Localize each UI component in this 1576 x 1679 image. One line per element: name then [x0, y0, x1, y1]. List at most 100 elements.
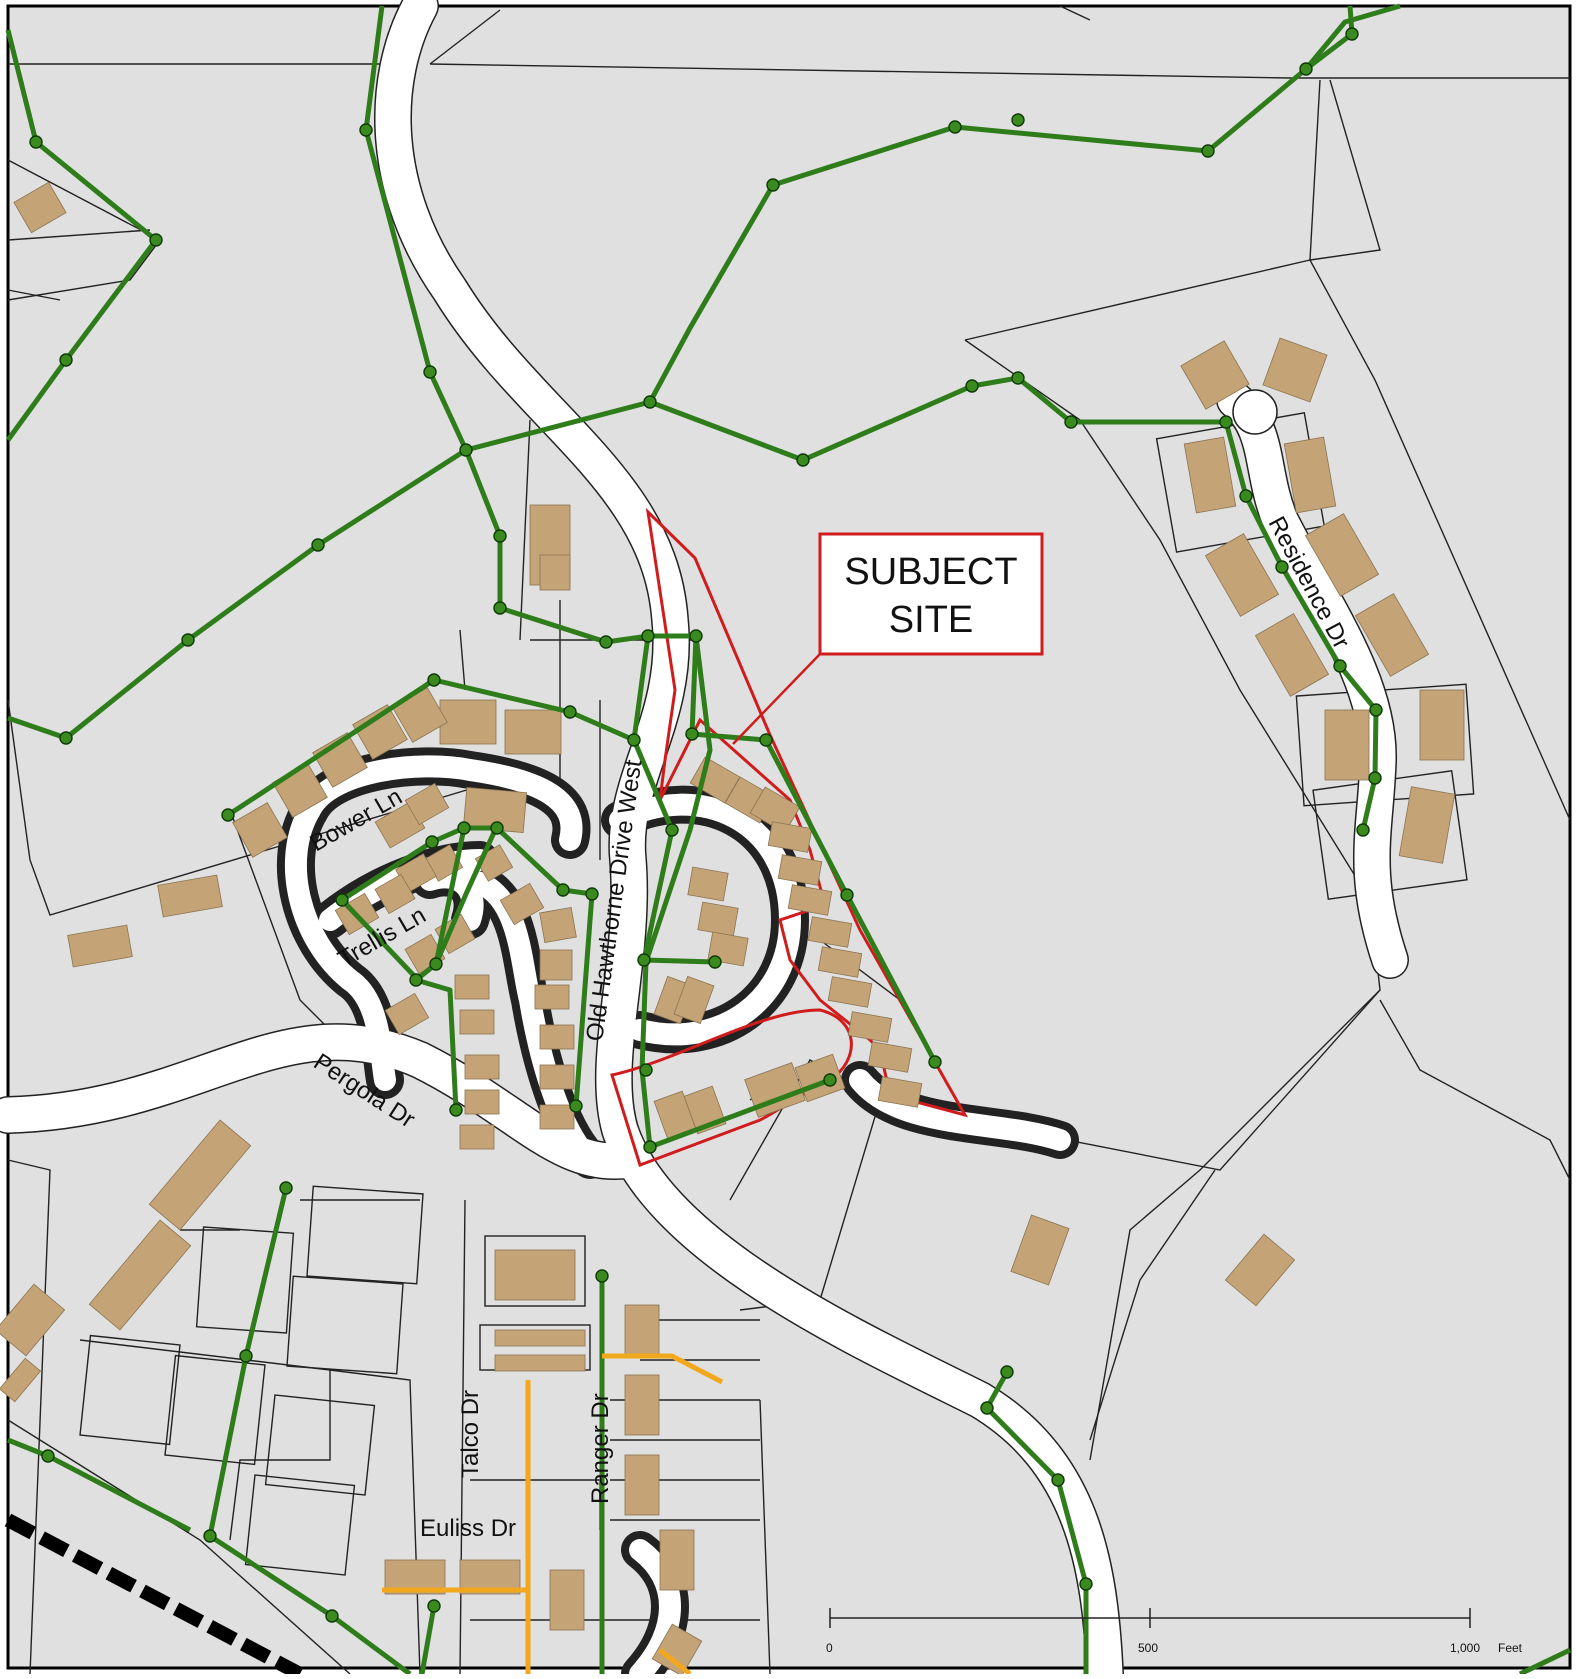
trail-node[interactable] — [279, 1181, 293, 1195]
trail-node[interactable] — [1275, 560, 1289, 574]
trail-node[interactable] — [599, 635, 613, 649]
trail-node[interactable] — [1079, 1577, 1093, 1591]
trail-node[interactable] — [429, 957, 443, 971]
trail-node[interactable] — [563, 705, 577, 719]
trail-node[interactable] — [1011, 371, 1025, 385]
trail-node[interactable] — [1000, 1365, 1014, 1379]
trail-node[interactable] — [928, 1055, 942, 1069]
building — [1283, 436, 1337, 514]
building — [494, 1249, 576, 1301]
trail-node[interactable] — [1239, 489, 1253, 503]
trail-node[interactable] — [427, 673, 441, 687]
trail-segment — [340, 898, 422, 984]
trail-node[interactable] — [1368, 771, 1382, 785]
trail-node[interactable] — [759, 733, 773, 747]
trail-node[interactable] — [221, 808, 235, 822]
trail-node[interactable] — [493, 601, 507, 615]
trail-node[interactable] — [948, 120, 962, 134]
road-label-talco: Talco Dr — [457, 1390, 484, 1478]
trail-node[interactable] — [311, 538, 325, 552]
trail-node[interactable] — [181, 633, 195, 647]
trail-node[interactable] — [1356, 823, 1370, 837]
trail-node[interactable] — [493, 529, 507, 543]
trail-node[interactable] — [427, 1599, 441, 1613]
scale-unit: Feet — [1498, 1641, 1523, 1655]
trail-node[interactable] — [29, 135, 43, 149]
trail-node[interactable] — [457, 821, 471, 835]
trail-node[interactable] — [637, 953, 651, 967]
trail-nodes — [29, 27, 1383, 1623]
trail-node[interactable] — [569, 1099, 583, 1113]
trail-node[interactable] — [1333, 659, 1347, 673]
trail-node[interactable] — [627, 733, 641, 747]
scale-tick-0: 0 — [826, 1641, 833, 1655]
trail-node[interactable] — [689, 629, 703, 643]
trail-node[interactable] — [239, 1349, 253, 1363]
trail-node[interactable] — [823, 1073, 837, 1087]
building — [807, 916, 853, 948]
trail-node[interactable] — [1345, 27, 1359, 41]
trail-node[interactable] — [708, 955, 722, 969]
trail-node[interactable] — [585, 887, 599, 901]
trail-node[interactable] — [335, 893, 349, 907]
trail-node[interactable] — [325, 1609, 339, 1623]
building — [67, 924, 133, 968]
trail-node[interactable] — [643, 1140, 657, 1154]
trail-node[interactable] — [59, 353, 73, 367]
trail-node[interactable] — [643, 395, 657, 409]
trail-node[interactable] — [639, 1063, 653, 1077]
trail-node[interactable] — [1201, 144, 1215, 158]
trail-node[interactable] — [641, 629, 655, 643]
trail-node[interactable] — [796, 453, 810, 467]
trail-node[interactable] — [409, 973, 423, 987]
trail-node[interactable] — [980, 1401, 994, 1415]
building — [749, 786, 801, 834]
trail-node[interactable] — [840, 888, 854, 902]
trail-segment — [647, 3, 1401, 404]
trail-node[interactable] — [665, 823, 679, 837]
trail-node[interactable] — [685, 727, 699, 741]
subject-site-callout[interactable]: SUBJECT SITE — [732, 532, 1044, 745]
building — [1254, 613, 1330, 697]
trail-node[interactable] — [41, 1449, 55, 1463]
callout-box — [818, 532, 1044, 656]
building — [539, 1064, 575, 1090]
trail-node[interactable] — [1064, 415, 1078, 429]
trail-node[interactable] — [203, 1529, 217, 1543]
trail-node[interactable] — [459, 443, 473, 457]
road-label-ranger: Ranger Dr — [587, 1393, 614, 1504]
building — [777, 854, 823, 886]
trail-node[interactable] — [425, 835, 439, 849]
trail-node[interactable] — [556, 883, 570, 897]
trail-node[interactable] — [1051, 1473, 1065, 1487]
building — [464, 1054, 500, 1080]
railroad — [4, 1513, 304, 1679]
building — [877, 1076, 923, 1108]
trail-node[interactable] — [1299, 62, 1313, 76]
trail-node[interactable] — [149, 233, 163, 247]
scale-bar: 0 500 1,000 Feet — [826, 1608, 1523, 1655]
trail-node[interactable] — [449, 1103, 463, 1117]
building — [1324, 709, 1370, 781]
trail-segment — [643, 957, 716, 965]
trail-node[interactable] — [595, 1269, 609, 1283]
building — [1204, 533, 1280, 617]
trail-node[interactable] — [1219, 415, 1233, 429]
trail-node[interactable] — [59, 731, 73, 745]
building — [374, 873, 416, 915]
trail-node[interactable] — [359, 123, 373, 137]
trail-node[interactable] — [1369, 703, 1383, 717]
trail-node[interactable] — [423, 365, 437, 379]
building — [1180, 340, 1250, 410]
trail-node[interactable] — [766, 178, 780, 192]
trail-node[interactable] — [1011, 113, 1025, 127]
building — [867, 1041, 913, 1073]
trail-segment — [419, 1605, 437, 1675]
trail-node[interactable] — [490, 821, 504, 835]
trail-node[interactable] — [965, 379, 979, 393]
building — [817, 946, 863, 978]
building — [624, 1454, 660, 1516]
building — [1419, 689, 1465, 761]
building — [847, 1011, 893, 1043]
